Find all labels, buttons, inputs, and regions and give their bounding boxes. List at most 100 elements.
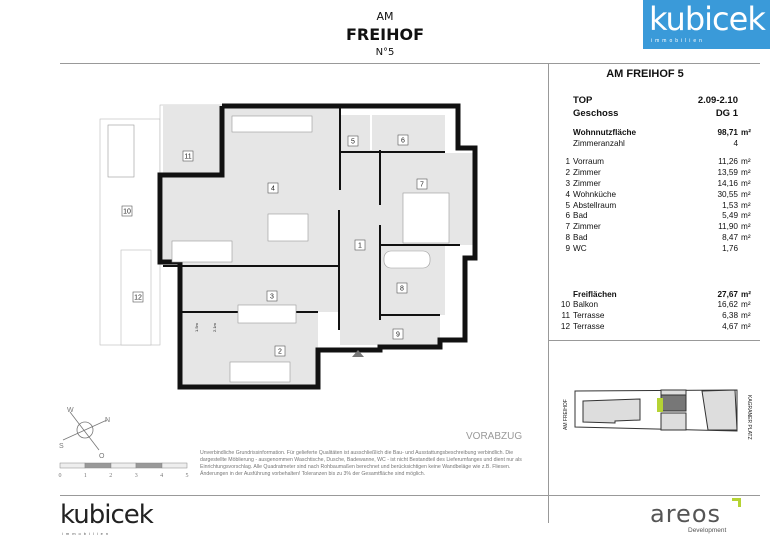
disclaimer: Unverbindliche Grundrissinformation. Für… bbox=[200, 450, 522, 477]
room-9 bbox=[380, 315, 440, 345]
title-line-3: N°5 bbox=[375, 47, 395, 58]
logo-top-text: kubicek bbox=[649, 0, 766, 38]
logo-bottom-left-sub: immobilien bbox=[62, 531, 112, 536]
area-unit: m² bbox=[741, 127, 752, 137]
row-unit: m² bbox=[741, 222, 751, 232]
scale-tick-label: 3 bbox=[135, 473, 138, 479]
outer-wall bbox=[177, 103, 478, 390]
compass-w: W bbox=[67, 407, 74, 414]
bed-room-2 bbox=[229, 361, 291, 383]
row-n: 7 bbox=[565, 222, 570, 232]
room-number-label: 4 bbox=[271, 186, 275, 193]
row-n: 2 bbox=[565, 168, 570, 178]
top-label: TOP bbox=[573, 95, 593, 106]
row-unit: m² bbox=[741, 157, 751, 167]
row-n: 6 bbox=[565, 211, 570, 221]
room-label-box bbox=[392, 328, 404, 340]
room-number-label: 11 bbox=[184, 154, 191, 161]
row-name: Bad bbox=[573, 211, 588, 221]
row-name: Zimmer bbox=[573, 179, 601, 189]
site-building-3 bbox=[660, 412, 687, 431]
area-label: Wohnnutzfläche bbox=[573, 127, 637, 137]
row-area: 1,53 bbox=[722, 200, 738, 210]
row-name: WC bbox=[573, 243, 587, 253]
row-unit: m² bbox=[741, 300, 751, 310]
room-3 bbox=[180, 267, 340, 312]
row-name: Terrasse bbox=[573, 311, 605, 321]
room-label-box bbox=[267, 182, 279, 194]
row-n: 8 bbox=[565, 233, 570, 243]
row-area: 16,62 bbox=[717, 300, 739, 310]
panel-divider bbox=[548, 63, 549, 523]
kitchen-counter bbox=[231, 115, 313, 133]
room-label-box bbox=[266, 290, 278, 302]
row-name: Abstellraum bbox=[573, 200, 617, 210]
floor-value: DG 1 bbox=[715, 108, 738, 119]
row-name: Zimmer bbox=[573, 222, 601, 232]
row-area: 30,55 bbox=[717, 189, 739, 199]
row-name: Balkon bbox=[573, 300, 599, 310]
compass-icon: W N S O bbox=[59, 407, 110, 460]
logo-bottom-right-sub: Development bbox=[688, 527, 727, 534]
outdoor-unit: m² bbox=[741, 289, 752, 299]
title-line-2: FREIHOF bbox=[345, 25, 425, 44]
bed bbox=[402, 192, 450, 244]
room-label-box bbox=[416, 178, 428, 190]
row-n: 4 bbox=[565, 189, 570, 199]
row-name: Terrasse bbox=[573, 322, 605, 332]
outer-wall-west bbox=[157, 106, 225, 312]
row-area: 11,26 bbox=[718, 157, 738, 167]
area-value: 98,71 bbox=[717, 127, 739, 137]
room-number-label: 2 bbox=[278, 349, 282, 356]
row-unit: m² bbox=[741, 233, 751, 243]
room-number-label: 6 bbox=[401, 138, 405, 145]
compass-s: S bbox=[59, 443, 64, 450]
room-label-box bbox=[182, 150, 194, 162]
row-unit: m² bbox=[741, 179, 751, 189]
dining-table bbox=[267, 213, 309, 242]
logo-top-sub: immobilien bbox=[651, 38, 705, 44]
row-area: 6,38 bbox=[722, 311, 738, 321]
sofa bbox=[171, 240, 233, 263]
outdoor-table bbox=[107, 124, 135, 178]
site-plan: AM FREIHOF KAGRANER PLATZ bbox=[563, 389, 752, 440]
room-6 bbox=[372, 115, 445, 153]
room-number-label: 8 bbox=[400, 286, 404, 293]
row-name: Vorraum bbox=[573, 157, 604, 167]
title-line-1: AM bbox=[376, 10, 394, 23]
row-n: 1 bbox=[565, 157, 570, 167]
row-name: Bad bbox=[573, 233, 588, 243]
outdoor-label: Freiflächen bbox=[573, 289, 617, 299]
bathtub bbox=[383, 250, 431, 269]
rooms-count-label: Zimmeranzahl bbox=[573, 138, 625, 148]
areos-accent-icon bbox=[732, 498, 741, 507]
footer-divider bbox=[60, 495, 548, 496]
room-label-box bbox=[396, 282, 408, 294]
row-unit: m² bbox=[741, 168, 751, 178]
room-number-label: 10 bbox=[123, 209, 131, 216]
row-unit: m² bbox=[741, 211, 751, 221]
site-highlight bbox=[657, 398, 663, 412]
logo-bottom-right: areos bbox=[650, 500, 721, 528]
room-label-box bbox=[397, 134, 409, 146]
row-n: 12 bbox=[560, 322, 570, 332]
compass-n: N bbox=[105, 417, 110, 424]
site-building-4 bbox=[701, 389, 738, 431]
entrance-arrow-icon bbox=[352, 350, 364, 357]
row-n: 3 bbox=[565, 179, 570, 189]
room-label-box bbox=[274, 345, 286, 357]
room-label-box bbox=[132, 291, 144, 303]
scale-tick-label: 4 bbox=[160, 473, 163, 479]
scale-tick-label: 1 bbox=[84, 473, 87, 479]
row-unit: m² bbox=[741, 189, 751, 199]
